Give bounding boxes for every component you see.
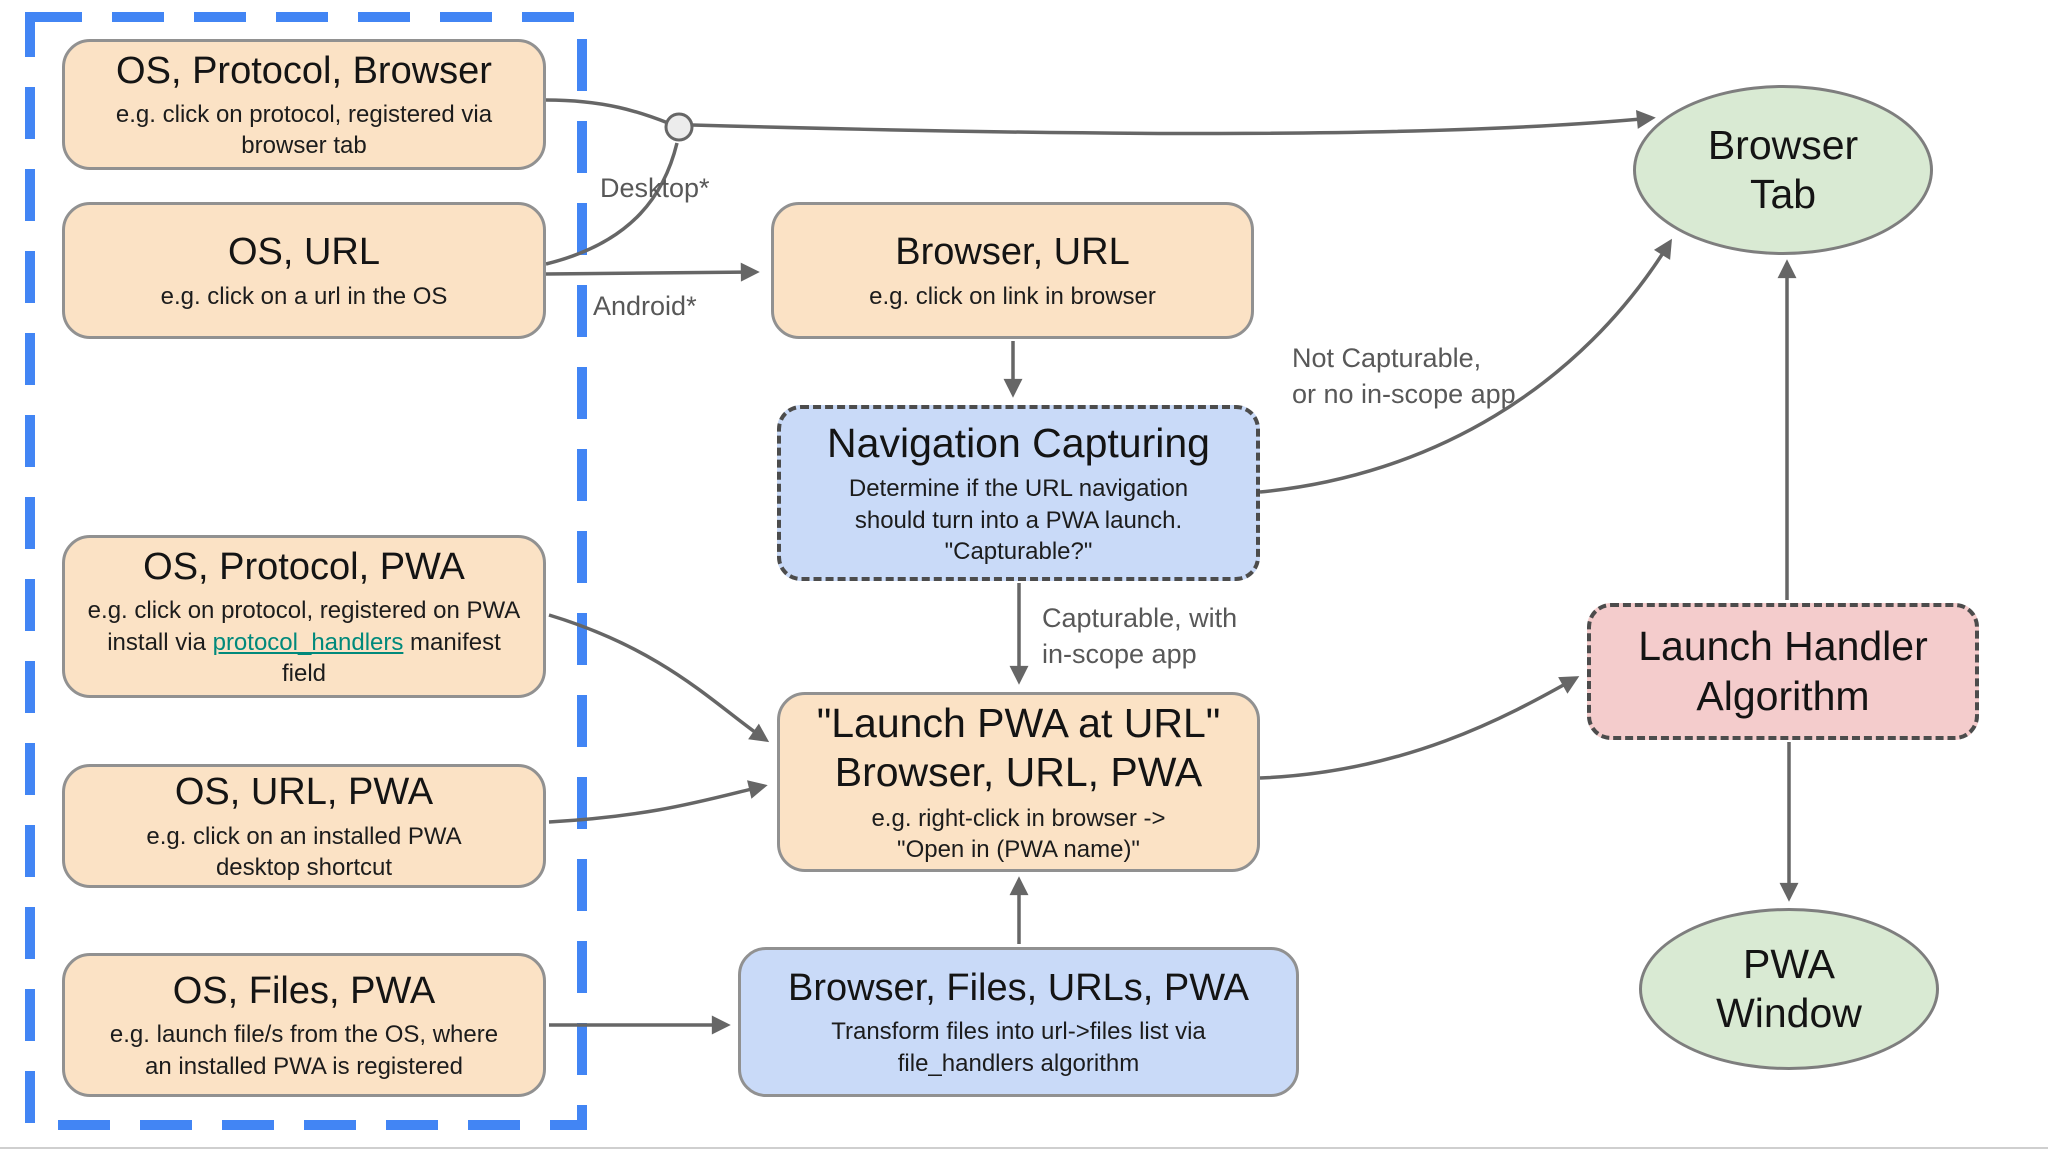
node-browser-files-urls-pwa: Browser, Files, URLs, PWA Transform file… — [738, 947, 1299, 1097]
node-os-protocol-pwa: OS, Protocol, PWA e.g. click on protocol… — [62, 535, 546, 698]
node-navigation-capturing: Navigation Capturing Determine if the UR… — [777, 405, 1260, 581]
node-subtitle: e.g. click on a url in the OS — [160, 282, 448, 310]
edge-os-protocol-browser-to-junction — [545, 98, 669, 125]
node-title: OS, Files, PWA — [172, 970, 436, 1013]
subtitle-text-after: manifest field — [281, 628, 501, 687]
edge-junction-to-browser-tab — [691, 109, 1656, 136]
node-title: Launch Handler Algorithm — [1638, 623, 1928, 719]
merge-junction-dot — [664, 112, 694, 142]
node-title: OS, Protocol, Browser — [116, 49, 492, 92]
node-subtitle: Determine if the URL navigation should t… — [848, 475, 1189, 565]
edge-os-url-pwa-to-launch-pwa — [548, 780, 768, 824]
node-os-protocol-browser: OS, Protocol, Browser e.g. click on prot… — [62, 39, 546, 170]
node-title: PWA Window — [1716, 940, 1862, 1036]
edge-os-url-to-junction-desktop — [545, 142, 679, 266]
node-pwa-window: PWA Window — [1639, 908, 1939, 1070]
subtitle-text-before: e.g. click on protocol, registered on PW… — [87, 597, 521, 656]
edge-os-protocol-pwa-to-launch-pwa — [548, 613, 770, 743]
node-browser-url: Browser, URL e.g. click on link in brows… — [771, 202, 1254, 339]
node-subtitle: Transform files into url->files list via… — [831, 1018, 1206, 1077]
node-subtitle: e.g. click on link in browser — [869, 282, 1156, 310]
os-sources-group-frame — [25, 12, 587, 1130]
node-title: OS, URL, PWA — [174, 771, 434, 814]
node-title: OS, Protocol, PWA — [143, 546, 465, 589]
node-title: Browser Tab — [1707, 121, 1859, 217]
node-title: OS, URL — [227, 231, 381, 274]
node-subtitle: e.g. click on protocol, registered via b… — [115, 101, 493, 160]
node-subtitle: e.g. right-click in browser -> "Open in … — [871, 804, 1166, 863]
edge-launch-pwa-to-launch-handler — [1259, 676, 1580, 780]
edge-label-not-capturable: Not Capturable, or no in-scope app — [1292, 343, 1516, 410]
node-launch-handler-algorithm: Launch Handler Algorithm — [1587, 603, 1979, 740]
edge-navigation-capturing-to-browser-tab — [1259, 238, 1672, 494]
node-os-files-pwa: OS, Files, PWA e.g. launch file/s from t… — [62, 953, 546, 1097]
edge-label-capturable: Capturable, with in-scope app — [1042, 603, 1238, 670]
node-os-url: OS, URL e.g. click on a url in the OS — [62, 202, 546, 339]
node-browser-tab: Browser Tab — [1633, 85, 1933, 255]
node-title: Navigation Capturing — [827, 420, 1210, 467]
node-title: "Launch PWA at URL" Browser, URL, PWA — [816, 700, 1221, 796]
node-os-url-pwa: OS, URL, PWA e.g. click on an installed … — [62, 764, 546, 888]
node-subtitle: e.g. click on an installed PWA desktop s… — [146, 822, 462, 881]
node-launch-pwa-at-url: "Launch PWA at URL" Browser, URL, PWA e.… — [777, 692, 1260, 872]
node-title: Browser, Files, URLs, PWA — [787, 967, 1249, 1010]
protocol-handlers-link[interactable]: protocol_handlers — [212, 628, 404, 656]
edge-label-android: Android* — [593, 291, 697, 321]
edge-label-desktop: Desktop* — [600, 173, 710, 203]
node-subtitle: e.g. launch file/s from the OS, where an… — [109, 1021, 499, 1080]
node-title: Browser, URL — [895, 231, 1130, 274]
node-subtitle: e.g. click on protocol, registered on PW… — [85, 595, 523, 689]
edge-os-url-to-browser-url-android — [545, 262, 760, 282]
